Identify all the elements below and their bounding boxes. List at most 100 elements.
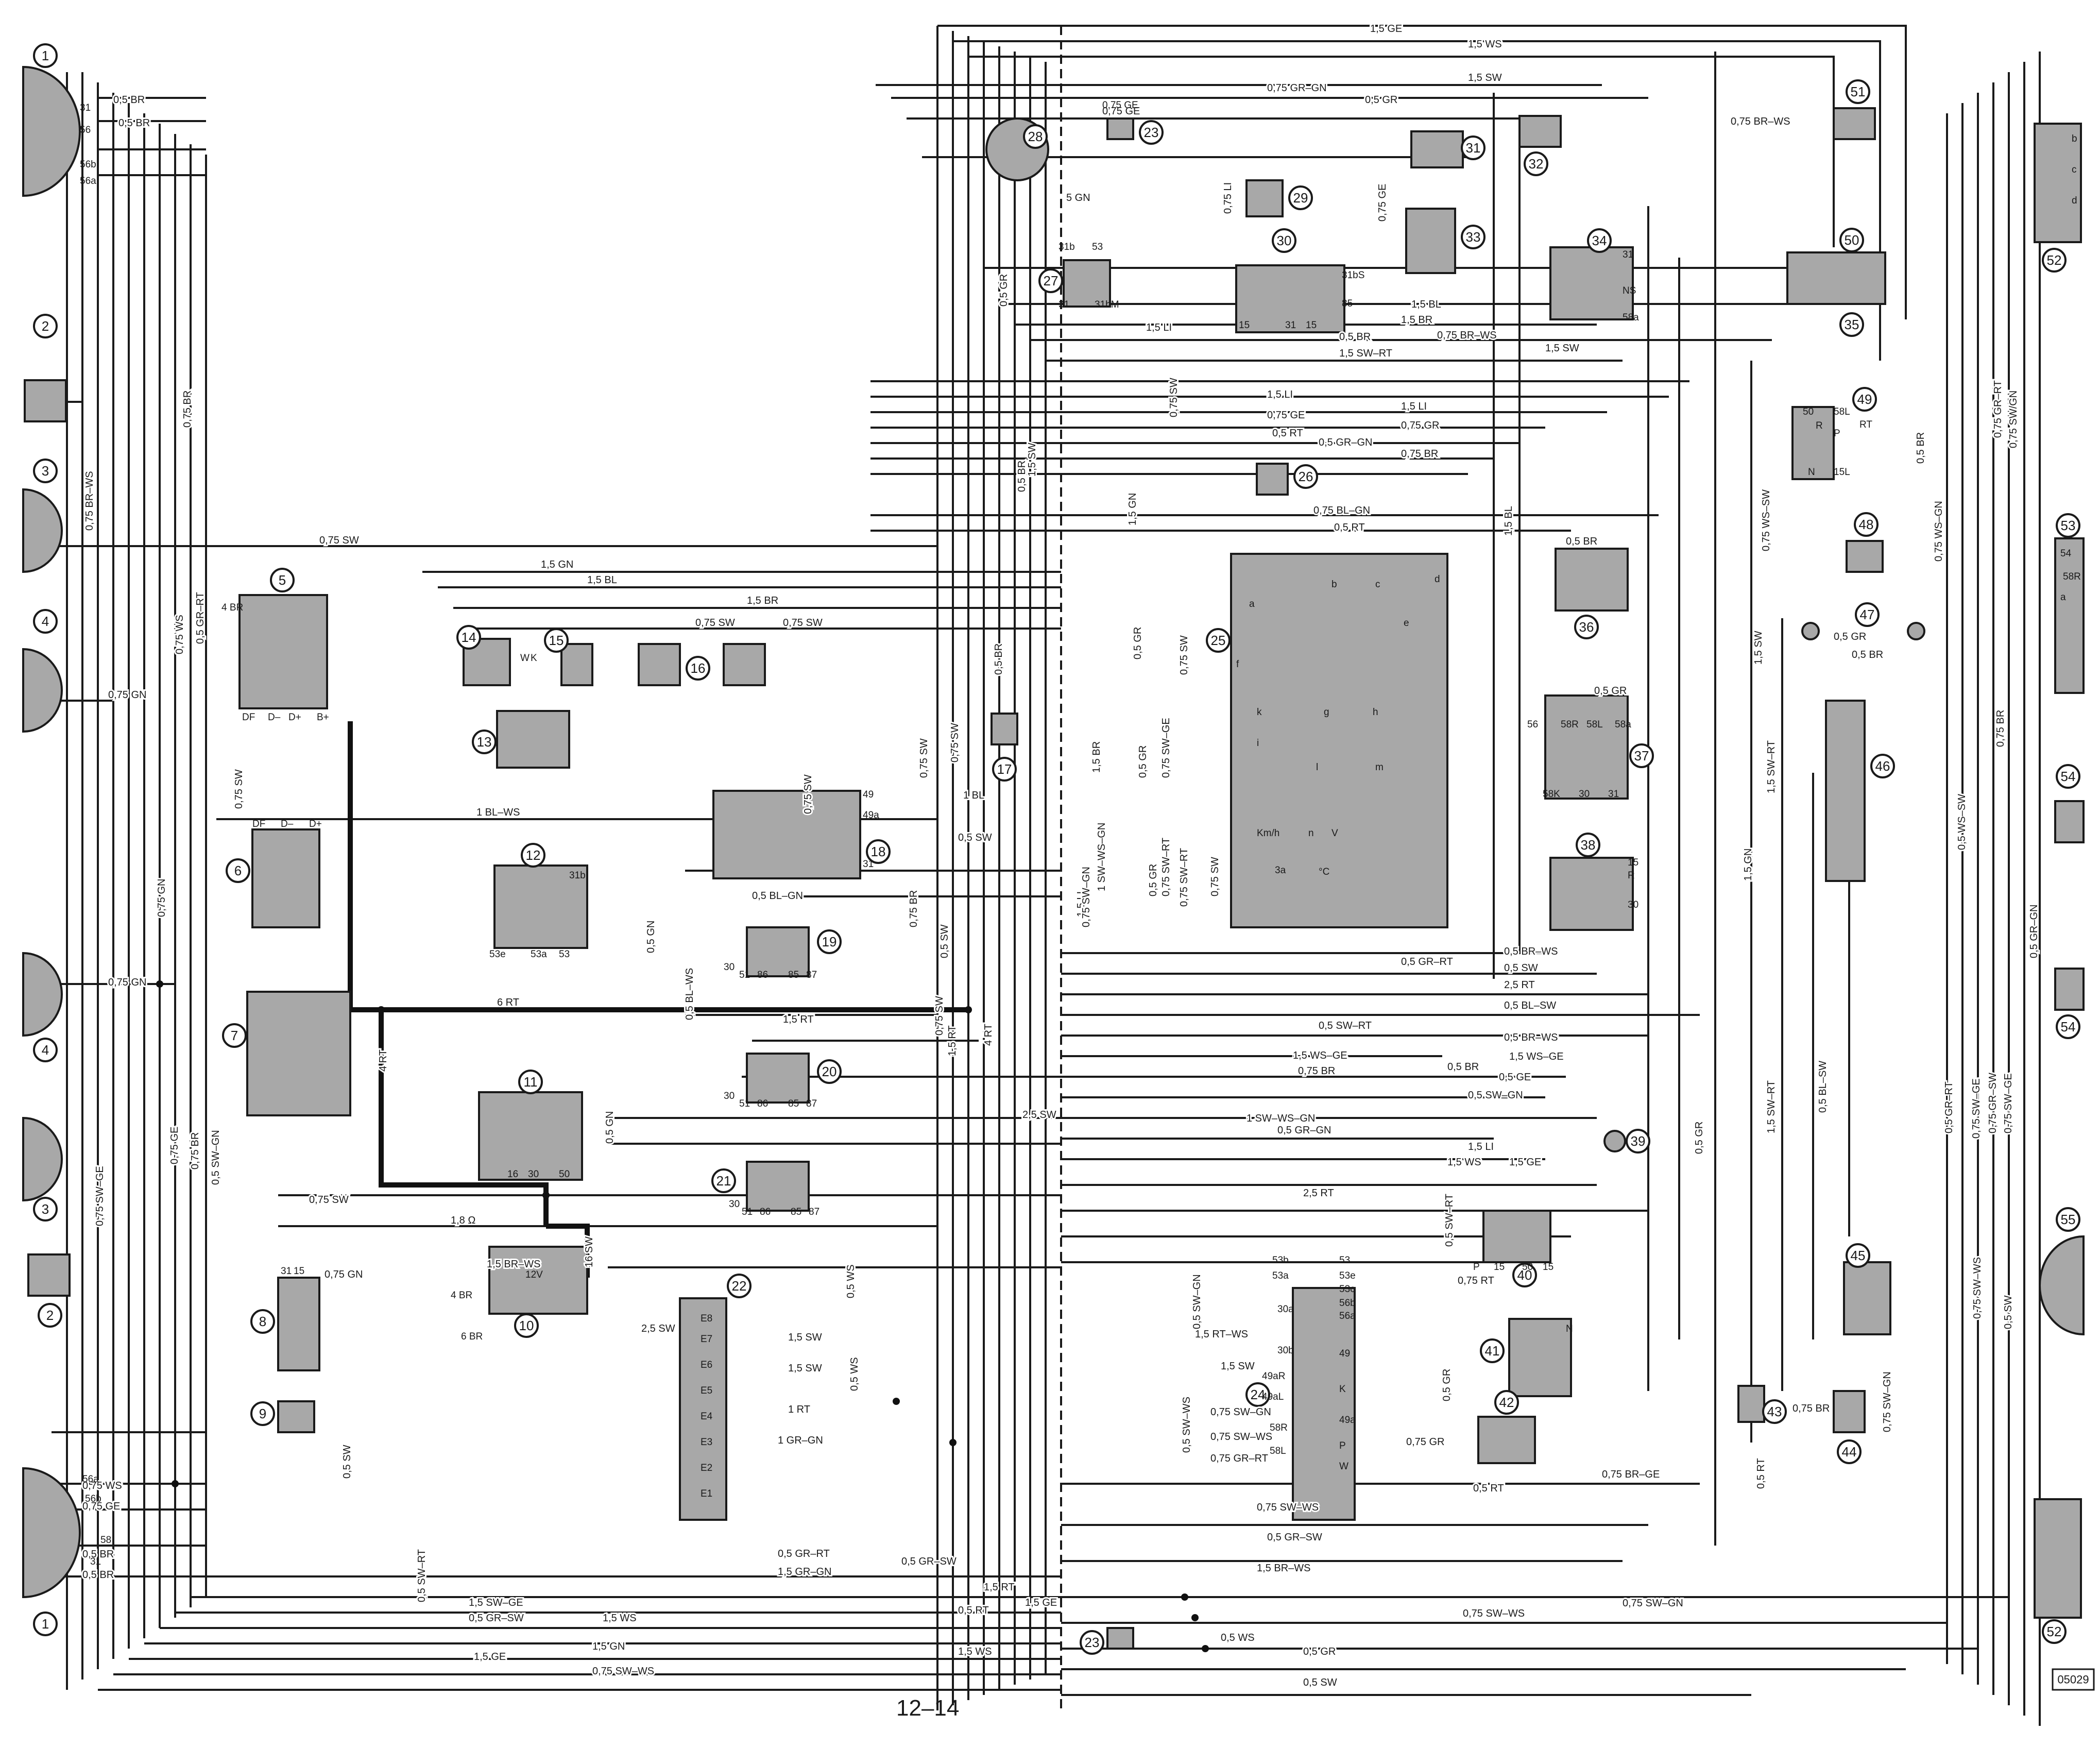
wire-label: 0,5 SW	[2003, 1295, 2014, 1329]
svg-text:41: 41	[1485, 1343, 1500, 1359]
wire-label: 0,75 SW	[695, 617, 735, 629]
wire-label: 0,5 GN	[645, 921, 657, 953]
wire-label: 0,5 BR	[1339, 331, 1371, 343]
terminal-label: 56a	[82, 1474, 99, 1485]
svg-text:43: 43	[1767, 1404, 1782, 1419]
wire-label: 1 RT	[788, 1404, 810, 1415]
terminal-label: 56b	[85, 1494, 101, 1504]
terminal-label: 30	[724, 1091, 735, 1101]
terminal-label: DF	[242, 712, 255, 723]
component-marker: 8	[250, 1309, 275, 1334]
terminal-label: 15	[1306, 320, 1317, 331]
terminal-label: 30a	[1277, 1304, 1294, 1315]
switch-icon	[1846, 540, 1884, 573]
svg-text:18: 18	[871, 844, 886, 859]
wire-label: 0,5 GR	[1365, 94, 1397, 106]
wire-label: 0,5 SW–RT	[1319, 1020, 1372, 1031]
switch-icon	[1477, 1416, 1536, 1464]
wire-label: 2,5 RT	[1504, 979, 1535, 991]
wire-label: 0,75 SW–GE	[94, 1166, 106, 1226]
terminal-label: 53e	[489, 949, 506, 960]
wire-label: 1,5 RT	[984, 1582, 1015, 1593]
terminal-label: K	[1339, 1384, 1346, 1395]
terminal-label: 31	[90, 1556, 101, 1567]
wire-label: 1,5 RT	[947, 1025, 958, 1056]
svg-text:4: 4	[42, 614, 49, 629]
svg-text:15: 15	[549, 633, 564, 648]
wire-label: 0,5 BR	[1447, 1061, 1479, 1073]
svg-text:50: 50	[1845, 232, 1859, 248]
wire-label: 1,5 GN	[592, 1641, 625, 1652]
terminal-label: 4 BR	[221, 602, 243, 613]
wire-label: 0,5 BR	[1852, 649, 1883, 660]
terminal-label: g	[1324, 707, 1329, 718]
terminal-label: E7	[701, 1334, 712, 1345]
terminal-label: 50	[559, 1169, 570, 1180]
svg-text:32: 32	[1529, 156, 1544, 172]
wire-label: 0,5 BL–SW	[1817, 1061, 1829, 1113]
terminal-label: °C	[1319, 867, 1329, 877]
terminal-label: 53b	[1272, 1255, 1289, 1266]
wire-label: 1,5 LI	[1146, 322, 1172, 333]
components	[22, 65, 2085, 1650]
wire-label: 1,5 WS–GE	[1293, 1050, 1347, 1061]
wire-label: 0,75 RT	[1458, 1275, 1494, 1286]
svg-text:9: 9	[259, 1406, 266, 1421]
svg-text:39: 39	[1631, 1133, 1646, 1149]
terminal-label: 53c	[1339, 1284, 1355, 1295]
terminal-label: a	[2060, 592, 2066, 603]
component-marker: 2	[38, 1303, 62, 1328]
wire-label: 0,75 GR–SW	[1987, 1073, 1999, 1133]
wire-label: 1,5 RT–WS	[1195, 1329, 1248, 1340]
terminal-label: 58L	[1270, 1446, 1286, 1456]
wire-label: 0,5 BR	[82, 1569, 114, 1581]
motor-icon	[478, 1091, 583, 1181]
terminal-label: 87	[806, 1098, 817, 1109]
svg-text:30: 30	[1277, 233, 1292, 248]
wire-label: 1,5 SW	[788, 1332, 822, 1343]
terminal-label: 31bM	[1095, 299, 1119, 310]
wire-label: 0,75 SW	[934, 996, 945, 1036]
wire-label: 1,5 GR–GN	[778, 1566, 831, 1578]
wire-label: 1,5 GE	[474, 1651, 506, 1663]
wire-label: 0,75 SW	[1179, 635, 1190, 675]
svg-text:5: 5	[279, 572, 286, 588]
relay-icon	[1555, 548, 1629, 612]
component-marker: 14	[456, 625, 481, 650]
terminal-label: 58a	[1623, 312, 1639, 323]
svg-text:47: 47	[1860, 607, 1875, 622]
wire-label: 0,5 GR–SW	[1267, 1532, 1322, 1543]
wire-label: 0,5 RT	[1334, 522, 1365, 533]
wire-label: 1 BL–WS	[476, 807, 520, 818]
terminal-label: 58L	[1834, 406, 1850, 417]
wire-label: 0,75 SW	[803, 774, 814, 814]
terminal-label: 30b	[1277, 1345, 1294, 1356]
svg-text:8: 8	[259, 1314, 266, 1329]
terminal-label: 86	[757, 1098, 768, 1109]
terminal-label: 50	[1803, 406, 1814, 417]
terminal-label: 85	[1342, 298, 1353, 309]
wire-label: 0,75 GR–RT	[1992, 380, 2004, 438]
lamp-icon	[22, 952, 63, 1037]
wire-label: 1,5 SW–RT	[1339, 348, 1392, 359]
svg-text:16: 16	[691, 660, 706, 676]
svg-text:20: 20	[822, 1064, 837, 1079]
wire-label: 0,5 GR–RT	[1943, 1081, 1955, 1133]
switch-icon	[27, 1253, 71, 1297]
relay-icon	[1063, 259, 1111, 308]
svg-text:45: 45	[1851, 1248, 1866, 1263]
wire-label: 0,5 GR	[998, 274, 1010, 307]
relay-icon	[1235, 264, 1345, 333]
relay-icon	[1786, 251, 1886, 305]
wire-label: 0,5 GR	[1834, 631, 1866, 642]
wire-label: 1,5 SW	[1545, 343, 1579, 354]
wire-label: 1,5 BR–WS	[1257, 1563, 1310, 1574]
terminal-label: l	[1316, 762, 1318, 773]
wire-label: 0,75 WS	[82, 1480, 122, 1491]
terminal-label: 31	[863, 859, 874, 870]
terminal-label: c	[2072, 164, 2077, 175]
terminal-label: 49	[863, 789, 874, 800]
wire-label: 0,75 SW	[233, 769, 245, 809]
wire-label: 0,5 GR	[1132, 627, 1143, 659]
switch-icon	[1518, 115, 1562, 148]
